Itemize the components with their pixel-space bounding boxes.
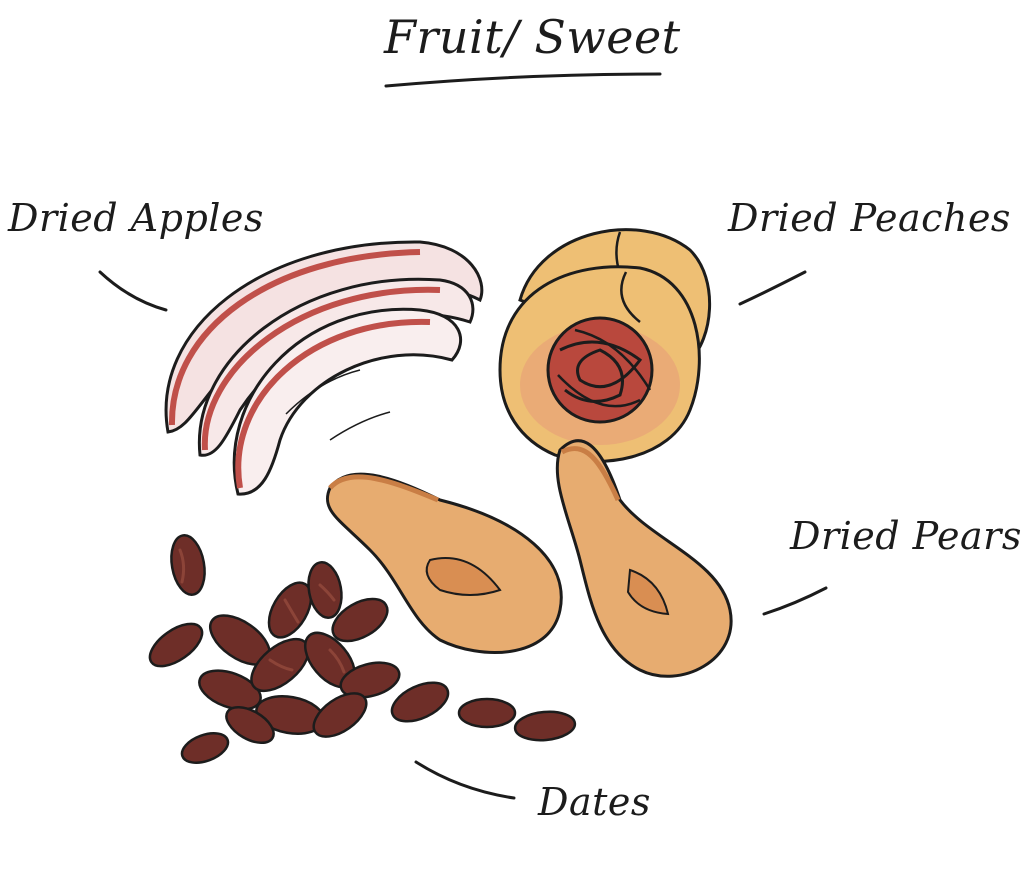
- label-dates: Dates: [538, 780, 651, 824]
- label-dried-peaches: Dried Peaches: [728, 196, 1011, 240]
- peaches-leader-line: [738, 270, 807, 306]
- dried-pears-drawing: [325, 439, 733, 678]
- page-title: Fruit/ Sweet: [384, 10, 681, 64]
- dates-highlights: [178, 548, 346, 674]
- dried-peaches-drawing: [498, 228, 711, 463]
- label-dried-pears: Dried Pears: [790, 514, 1022, 558]
- dried-apples-drawing: [164, 240, 484, 496]
- apples-leader-line: [98, 270, 168, 312]
- dates-leader-line: [414, 760, 516, 800]
- label-dried-apples: Dried Apples: [8, 196, 264, 240]
- pears-leader-line: [762, 586, 828, 616]
- title-underline: [384, 72, 662, 88]
